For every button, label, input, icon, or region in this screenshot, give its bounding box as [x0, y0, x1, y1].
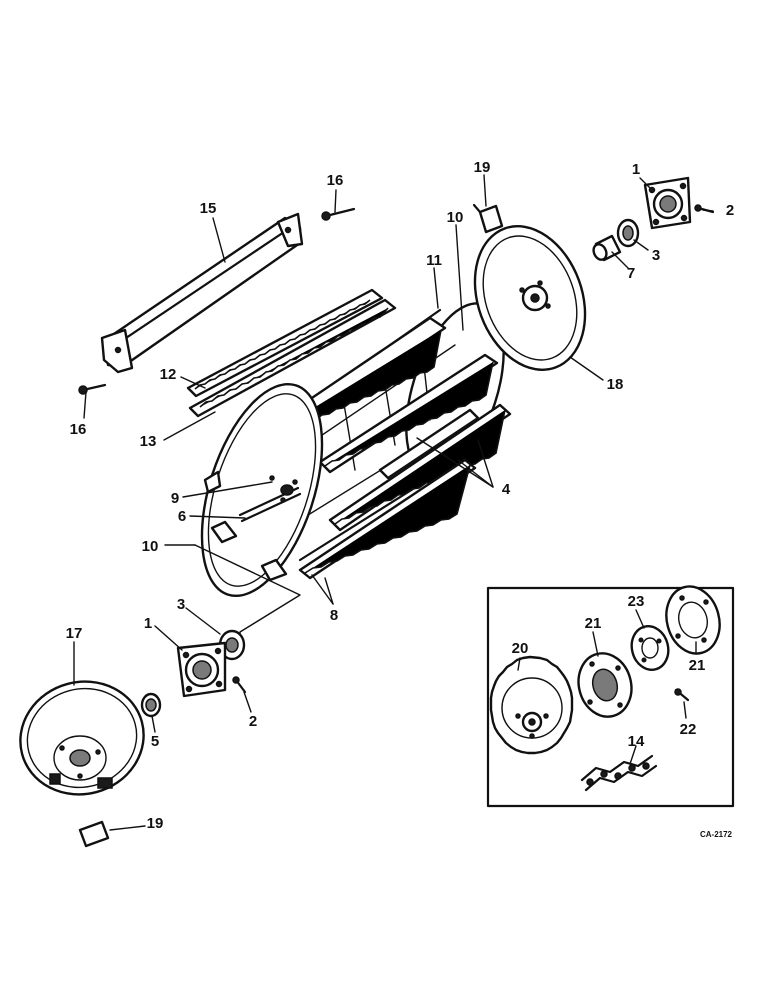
callout-2-bottom: 2	[249, 713, 257, 730]
bolt-16-left	[78, 383, 107, 395]
rasp-bar-13	[188, 298, 397, 418]
callout-21-left: 21	[585, 615, 602, 632]
callout-12: 12	[160, 366, 177, 383]
bracket-19-top	[472, 203, 504, 234]
callout-9: 9	[171, 490, 179, 507]
bearing-flange-bottom	[176, 641, 227, 698]
roller-chain-14	[580, 754, 658, 792]
callout-1-bottom: 1	[144, 615, 152, 632]
sprocket-20	[489, 655, 574, 755]
bearing-flange-top	[643, 176, 692, 230]
callout-8: 8	[330, 607, 338, 624]
callout-15: 15	[200, 200, 217, 217]
bolt-2-bottom	[232, 676, 247, 694]
callout-19-top: 19	[474, 159, 491, 176]
callout-16-left: 16	[70, 421, 87, 438]
bearing-ring-3-top	[616, 218, 640, 248]
leader-lines	[73, 174, 714, 831]
callout-18: 18	[607, 376, 624, 393]
callout-10-top: 10	[447, 209, 464, 226]
callout-16-top: 16	[327, 172, 344, 189]
callout-1-top: 1	[632, 161, 640, 178]
plate-21-left	[577, 652, 633, 718]
seal-5	[140, 692, 162, 718]
callout-3-top: 3	[652, 247, 660, 264]
callout-10-left: 10	[142, 538, 159, 555]
bracket-19-bottom	[78, 820, 110, 848]
plate-21-right	[665, 585, 721, 655]
callout-7: 7	[627, 265, 635, 282]
support-angle-bar	[100, 212, 304, 374]
hub-plate-23	[630, 625, 670, 671]
drive-parts-inset	[486, 585, 735, 808]
bolt-22	[674, 688, 690, 702]
callout-14: 14	[628, 733, 645, 750]
callout-11: 11	[426, 252, 442, 269]
callout-labels: 1 2 3 7 19 16 15 10 11 18 12 16 13 4 9 6…	[66, 159, 735, 839]
callout-2-top: 2	[726, 202, 734, 219]
front-end-disc	[19, 680, 145, 796]
drawing-code: CA-2172	[700, 830, 733, 839]
callout-21-right: 21	[689, 657, 706, 674]
rasp-bar-12	[186, 288, 384, 398]
callout-19-bottom: 19	[147, 815, 164, 832]
callout-17: 17	[66, 625, 83, 642]
threshing-cylinder	[200, 302, 512, 598]
callout-5: 5	[151, 733, 159, 750]
bolt-16-top	[321, 207, 356, 221]
callout-23: 23	[628, 593, 645, 610]
callout-13: 13	[140, 433, 157, 450]
callout-20: 20	[512, 640, 529, 657]
callout-6: 6	[178, 508, 186, 525]
rear-end-disc	[473, 225, 587, 371]
callout-22: 22	[680, 721, 697, 738]
callout-3-bottom: 3	[177, 596, 185, 613]
bushing-7	[592, 234, 622, 262]
callout-4: 4	[502, 481, 511, 498]
